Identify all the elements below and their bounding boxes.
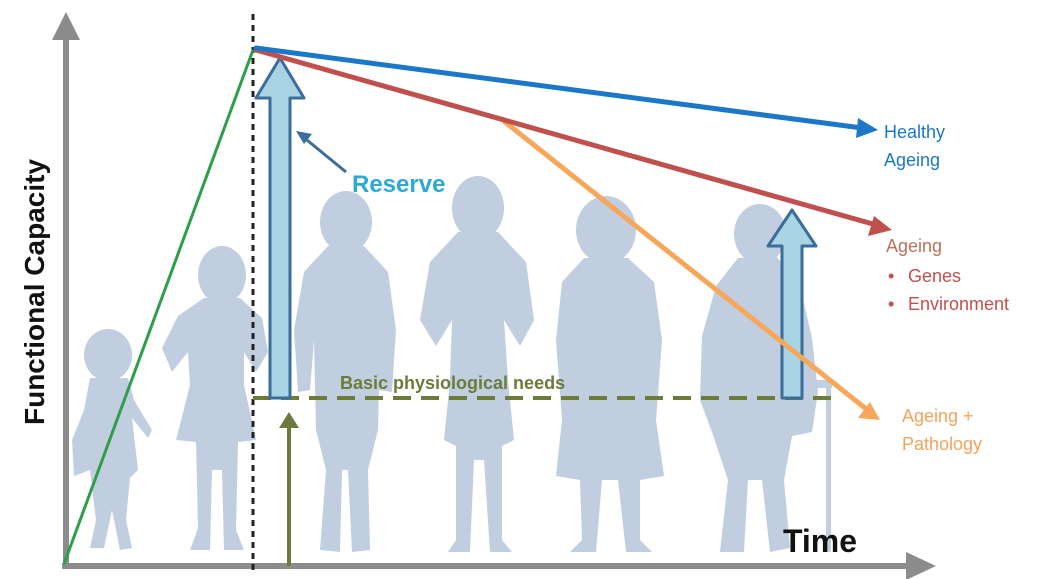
reserve-label: Reserve bbox=[352, 171, 445, 198]
growth-line bbox=[62, 49, 255, 565]
x-axis-label: Time bbox=[783, 523, 857, 559]
silhouette-middle-aged bbox=[556, 196, 664, 552]
silhouette-young-adult bbox=[294, 191, 396, 552]
pathology-label-line1: Ageing + bbox=[902, 406, 974, 426]
silhouette-elderly-with-cane bbox=[700, 204, 832, 552]
ageing-trajectory bbox=[253, 47, 892, 236]
ageing-label: Ageing bbox=[886, 236, 942, 256]
reserve-block-arrow-peak bbox=[254, 56, 306, 400]
y-axis-arrowhead bbox=[52, 12, 80, 40]
healthy-ageing-trajectory bbox=[253, 45, 878, 138]
silhouette-adult bbox=[420, 176, 534, 552]
ageing-bullet-genes: Genes bbox=[908, 266, 961, 286]
ageing-bullet-environment: Environment bbox=[908, 294, 1009, 314]
healthy-ageing-label-line1: Healthy bbox=[884, 122, 945, 142]
silhouette-child bbox=[162, 246, 268, 550]
ageing-bullet2-marker: • bbox=[888, 294, 894, 314]
healthy-ageing-label-line2: Ageing bbox=[884, 150, 940, 170]
pathology-label-line2: Pathology bbox=[902, 434, 982, 454]
axes bbox=[52, 12, 936, 579]
basic-needs-label: Basic physiological needs bbox=[340, 373, 565, 393]
silhouette-toddler bbox=[72, 329, 152, 550]
pathology-trajectory bbox=[502, 119, 880, 420]
x-axis-arrowhead bbox=[906, 552, 936, 579]
reserve-pointer-arrow bbox=[296, 131, 347, 174]
ageing-bullet1-marker: • bbox=[888, 266, 894, 286]
baseline-arrow bbox=[279, 412, 299, 566]
reserve-block-arrow-late bbox=[766, 208, 818, 400]
y-axis-label: Functional Capacity bbox=[19, 159, 50, 425]
